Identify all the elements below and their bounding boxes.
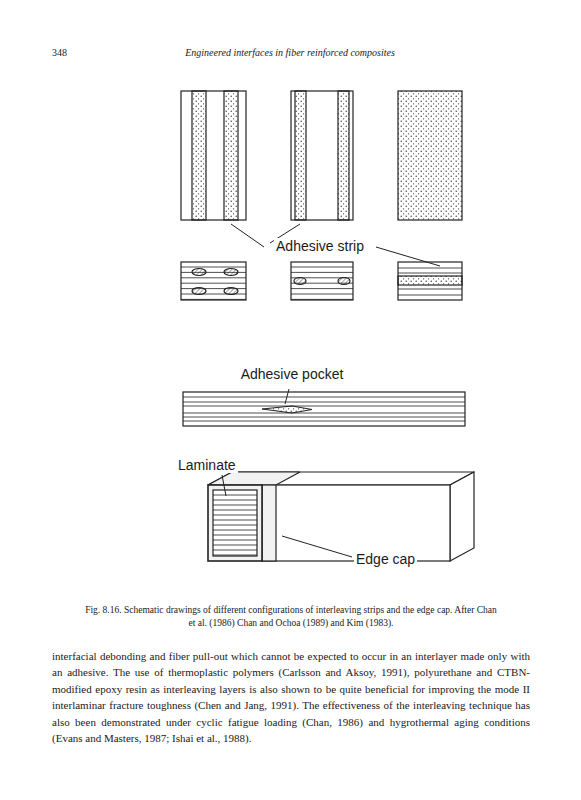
ply-line bbox=[291, 288, 353, 289]
ply-line bbox=[398, 295, 462, 296]
ply-line bbox=[183, 417, 465, 418]
ply-line bbox=[398, 289, 462, 290]
ply-line bbox=[183, 413, 465, 414]
ply-line bbox=[291, 272, 353, 273]
ply-line bbox=[183, 397, 465, 398]
ply-line bbox=[213, 500, 257, 501]
ply-line bbox=[181, 283, 246, 284]
figure-caption: Fig. 8.16. Schematic drawings of differe… bbox=[82, 604, 500, 630]
ply-line bbox=[181, 288, 246, 289]
ply-line bbox=[213, 545, 257, 546]
ply-line bbox=[181, 272, 246, 273]
ply-line bbox=[291, 267, 353, 268]
ply-line bbox=[181, 267, 246, 268]
edge-cap-block bbox=[208, 472, 474, 561]
ply-line bbox=[291, 283, 353, 284]
ply-line bbox=[213, 535, 257, 536]
running-head: Engineered interfaces in fiber reinforce… bbox=[185, 47, 395, 58]
ply-line bbox=[291, 299, 353, 300]
part-label: Adhesive pocket bbox=[239, 366, 346, 382]
cross-section-2 bbox=[291, 262, 353, 300]
ply-line bbox=[213, 525, 257, 526]
ply-line bbox=[213, 555, 257, 556]
ply-line bbox=[291, 277, 353, 278]
ply-line bbox=[213, 530, 257, 531]
page-number: 348 bbox=[52, 47, 67, 58]
body-paragraph: interfacial debonding and fiber pull-out… bbox=[52, 648, 530, 746]
ply-line bbox=[291, 294, 353, 295]
ply-line bbox=[183, 406, 465, 407]
ply-line bbox=[181, 277, 246, 278]
ply-line bbox=[213, 510, 257, 511]
plan-view-3 bbox=[398, 91, 462, 220]
laminate-with-pocket bbox=[183, 389, 465, 426]
ply-line bbox=[183, 421, 465, 422]
plan-view-1 bbox=[181, 91, 246, 220]
ply-line bbox=[213, 540, 257, 541]
cross-section-3 bbox=[398, 262, 462, 300]
part-label: Edge cap bbox=[354, 551, 417, 567]
ply-line bbox=[183, 402, 465, 403]
part-label: Adhesive strip bbox=[274, 238, 366, 254]
part-label: Laminate bbox=[176, 457, 238, 473]
ply-line bbox=[213, 495, 257, 496]
ply-line bbox=[398, 273, 462, 274]
ply-line bbox=[398, 268, 462, 269]
cross-section-1 bbox=[181, 262, 246, 300]
ply-line bbox=[181, 294, 246, 295]
ply-line bbox=[181, 299, 246, 300]
ply-line bbox=[213, 515, 257, 516]
ply-line bbox=[213, 505, 257, 506]
leader-line bbox=[231, 224, 440, 266]
ply-line bbox=[213, 520, 257, 521]
ply-line bbox=[213, 550, 257, 551]
plan-view-2 bbox=[291, 91, 353, 220]
